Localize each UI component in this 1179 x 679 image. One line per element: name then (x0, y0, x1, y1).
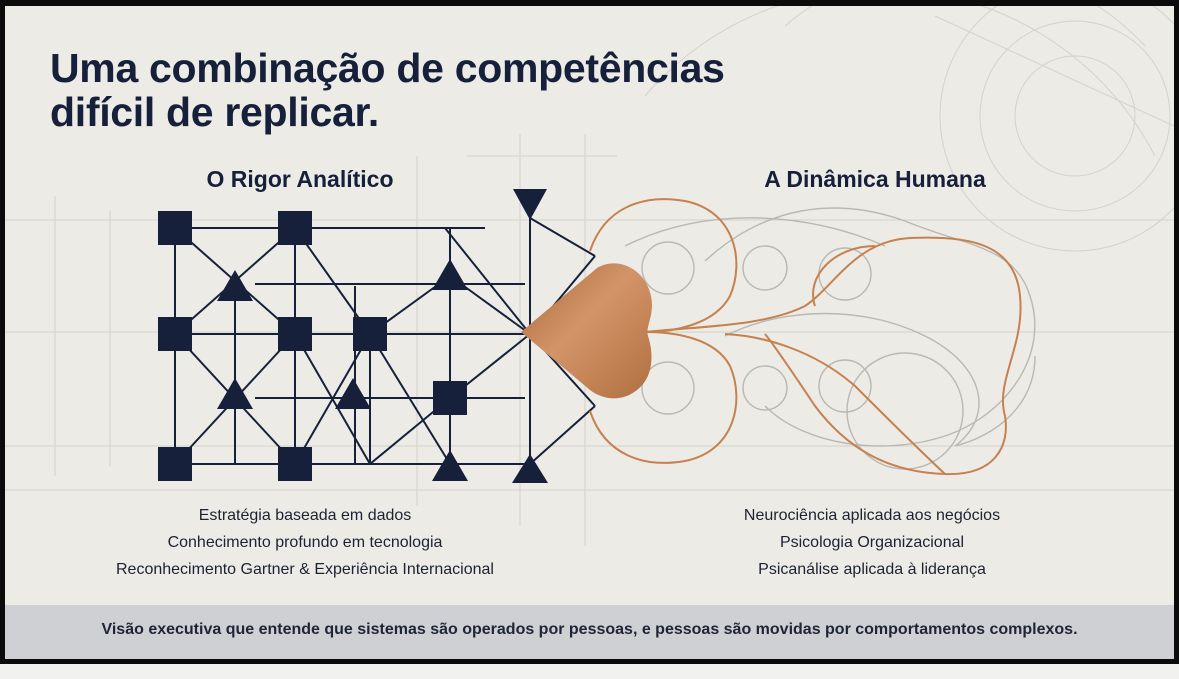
network-node-square (158, 447, 192, 481)
network-node-square (158, 211, 192, 245)
network-node-triangle (217, 270, 253, 301)
title-line-1: Uma combinação de competências (50, 45, 725, 91)
network-node-square (353, 317, 387, 351)
network-node-square (278, 211, 312, 245)
list-item: Estratégia baseada em dados (198, 507, 412, 524)
network-node-triangle (335, 378, 371, 409)
grey-organic-curves (586, 207, 1036, 470)
footer-statement: Visão executiva que entende que sistemas… (101, 621, 1078, 638)
network-node-triangle (217, 378, 253, 409)
organic-loop-curves (589, 198, 1022, 476)
network-node-triangle (513, 189, 547, 220)
page-title: Uma combinação de competências difícil d… (50, 46, 725, 134)
square-nodes (158, 211, 467, 481)
right-column-heading: A Dinâmica Humana (764, 166, 986, 192)
left-column-heading: O Rigor Analítico (206, 166, 394, 192)
list-item: Psicologia Organizacional (779, 534, 965, 551)
network-node-square (158, 317, 192, 351)
list-item: Psicanálise aplicada à liderança (758, 561, 986, 578)
blueprint-guides (5, 6, 1174, 546)
diagram-illustration (5, 6, 1174, 546)
slide: Uma combinação de competências difícil d… (5, 6, 1174, 659)
title-line-2: difícil de replicar. (50, 89, 379, 135)
network-node-triangle (512, 454, 548, 483)
network-node-triangle (432, 450, 468, 481)
network-node-square (278, 447, 312, 481)
triangle-nodes (217, 189, 548, 483)
list-item: Conhecimento profundo em tecnologia (167, 534, 443, 551)
copper-heart-shape (521, 263, 652, 399)
bottom-strip (0, 664, 1179, 679)
list-item: Reconhecimento Gartner & Experiência Int… (116, 561, 494, 578)
network-node-square (433, 381, 467, 415)
right-competency-list: Neurociência aplicada aos negócios Psico… (612, 502, 1132, 583)
network-node-triangle (432, 259, 468, 290)
list-item: Neurociência aplicada aos negócios (743, 507, 1001, 524)
network-node-square (278, 317, 312, 351)
footer-band: Visão executiva que entende que sistemas… (5, 605, 1174, 659)
left-competency-list: Estratégia baseada em dados Conhecimento… (45, 502, 565, 583)
